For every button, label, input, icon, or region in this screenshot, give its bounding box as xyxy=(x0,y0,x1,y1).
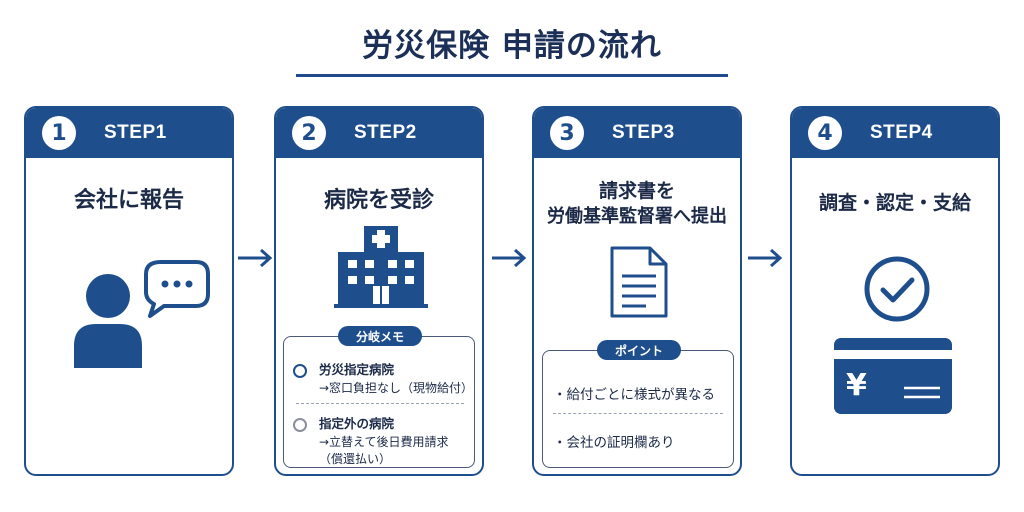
page-title: 労災保険 申請の流れ xyxy=(362,28,662,64)
title-underline xyxy=(296,74,728,77)
step-1-card: 1 STEP1 会社に報告 xyxy=(24,106,234,476)
step-2-label: STEP2 xyxy=(354,122,417,143)
step-4-card: 4 STEP4 調査・認定・支給 ¥ xyxy=(790,106,1000,476)
step-4-label: STEP4 xyxy=(870,122,933,143)
step-3-title-line-1: 請求書を xyxy=(598,180,675,202)
document-icon xyxy=(610,246,668,318)
step-3-title-line-2: 労働基準監督署へ提出 xyxy=(547,206,727,227)
point-box: ポイント ・給付ごとに様式が異なる ・会社の証明欄あり xyxy=(542,340,734,468)
step-4-title: 調査・認定・支給 xyxy=(818,192,971,214)
yen-card-icon xyxy=(834,338,952,414)
option-divider xyxy=(296,403,464,404)
arrow-right-icon xyxy=(492,248,527,268)
person-speech-icon xyxy=(74,260,210,368)
arrow-right-icon xyxy=(238,248,273,268)
step-2-header: 2 STEP2 xyxy=(276,108,482,158)
non-designated-hospital-detail: →立替えて後日費用請求 xyxy=(319,435,449,449)
step-1-number: 1 xyxy=(42,116,76,150)
check-circle-icon xyxy=(864,256,930,322)
designated-hospital-label: 労災指定病院 xyxy=(319,362,395,377)
option-radio-icon xyxy=(293,418,307,432)
point-divider xyxy=(553,413,723,414)
step-1-label: STEP1 xyxy=(104,122,167,143)
step-2-number: 2 xyxy=(292,116,326,150)
step-4-number: 4 xyxy=(808,116,842,150)
yen-symbol: ¥ xyxy=(846,368,867,403)
step-2-card: 2 STEP2 病院を受診 分岐メモ 労災指定病院 →窓口負担なし（現物給付） … xyxy=(274,106,484,476)
step-3-header: 3 STEP3 xyxy=(534,108,740,158)
designated-hospital-detail: →窓口負担なし（現物給付） xyxy=(319,381,474,395)
step-3-label: STEP3 xyxy=(612,122,675,143)
point-item-2: ・会社の証明欄あり xyxy=(553,435,675,451)
step-3-card: 3 STEP3 請求書を 労働基準監督署へ提出 ポイント ・給付ごとに様式が異な… xyxy=(532,106,742,476)
arrow-right-icon xyxy=(748,248,783,268)
step-2-title: 病院を受診 xyxy=(323,188,434,213)
step-1-header: 1 STEP1 xyxy=(26,108,232,158)
point-item-1: ・給付ごとに様式が異なる xyxy=(553,387,715,403)
non-designated-hospital-label: 指定外の病院 xyxy=(319,416,395,431)
step-4-header: 4 STEP4 xyxy=(792,108,998,158)
branch-note-box: 分岐メモ 労災指定病院 →窓口負担なし（現物給付） 指定外の病院 →立替えて後日… xyxy=(283,326,475,468)
option-radio-icon xyxy=(293,364,307,378)
hospital-icon xyxy=(334,226,428,308)
point-label: ポイント xyxy=(597,340,681,360)
branch-note-label: 分岐メモ xyxy=(338,326,422,346)
non-designated-hospital-detail-2: （償還払い） xyxy=(319,452,392,466)
step-1-title: 会社に報告 xyxy=(73,188,184,213)
step-3-number: 3 xyxy=(550,116,584,150)
